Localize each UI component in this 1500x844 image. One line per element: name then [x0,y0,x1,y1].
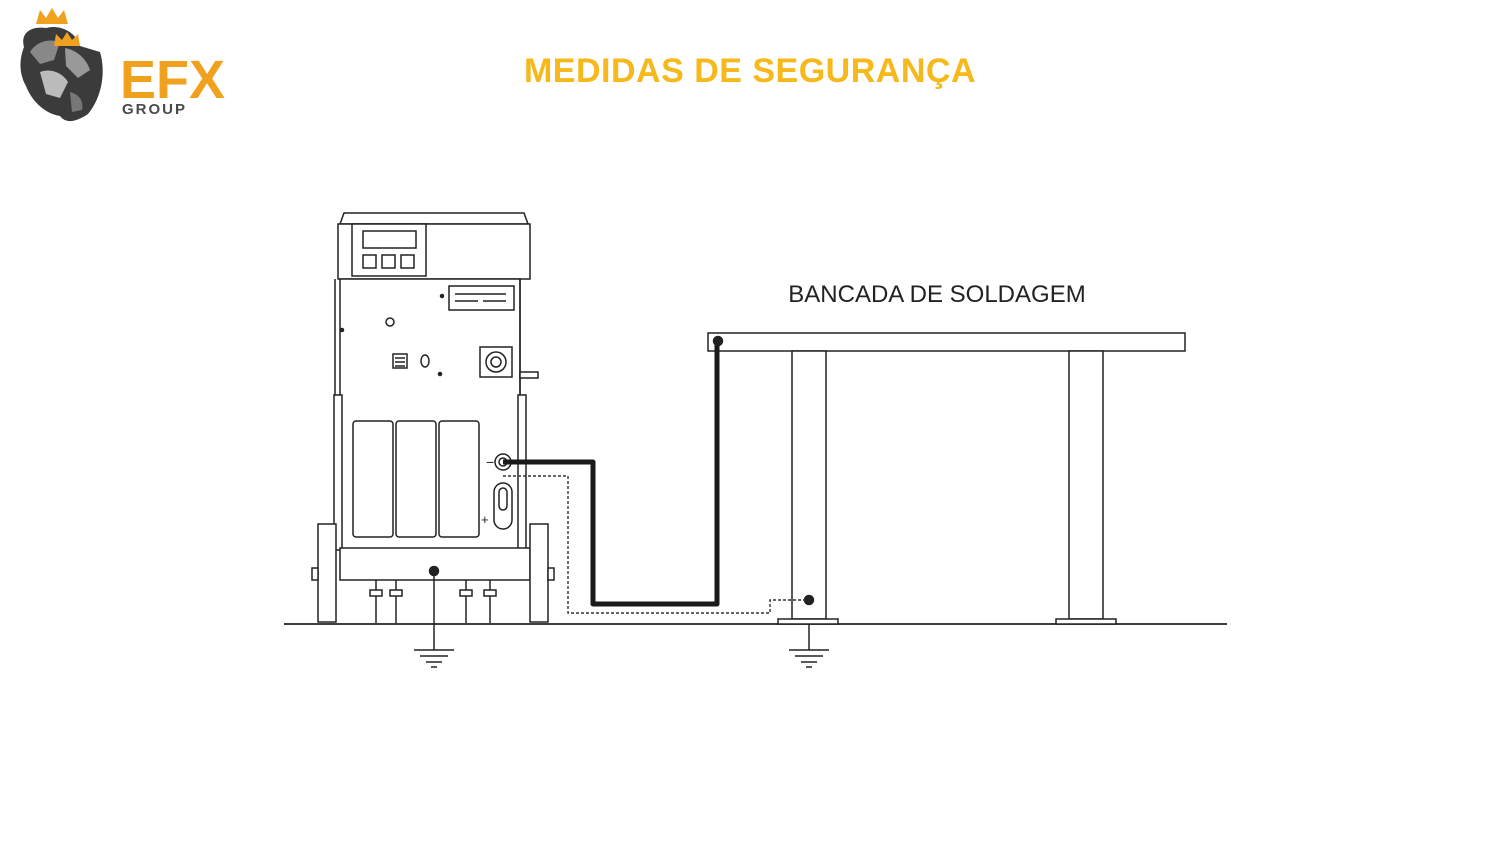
lion-crown-icon [20,8,103,122]
brand-text: EFX [120,50,225,110]
control-buttons [362,254,415,269]
display-screen [362,230,417,249]
ground-symbol-machine [414,571,454,668]
positive-terminal: + [481,482,513,530]
page-title: MEDIDAS DE SEGURANÇA [523,52,977,90]
bench-label: BANCADA DE SOLDAGEM [788,281,1085,308]
small-switch [392,353,430,369]
welding-bench [707,332,1186,625]
minus-label: − [486,454,494,470]
efx-group-logo: EFX GROUP [20,8,303,122]
ground-wire-dotted [503,475,809,614]
efx-wordmark: EFX GROUP [120,50,303,118]
work-cable [503,341,720,607]
plus-label: + [481,512,489,527]
brand-subtitle: GROUP [122,101,187,118]
socket-connector [479,346,513,378]
welding-machine: − + [311,212,555,623]
